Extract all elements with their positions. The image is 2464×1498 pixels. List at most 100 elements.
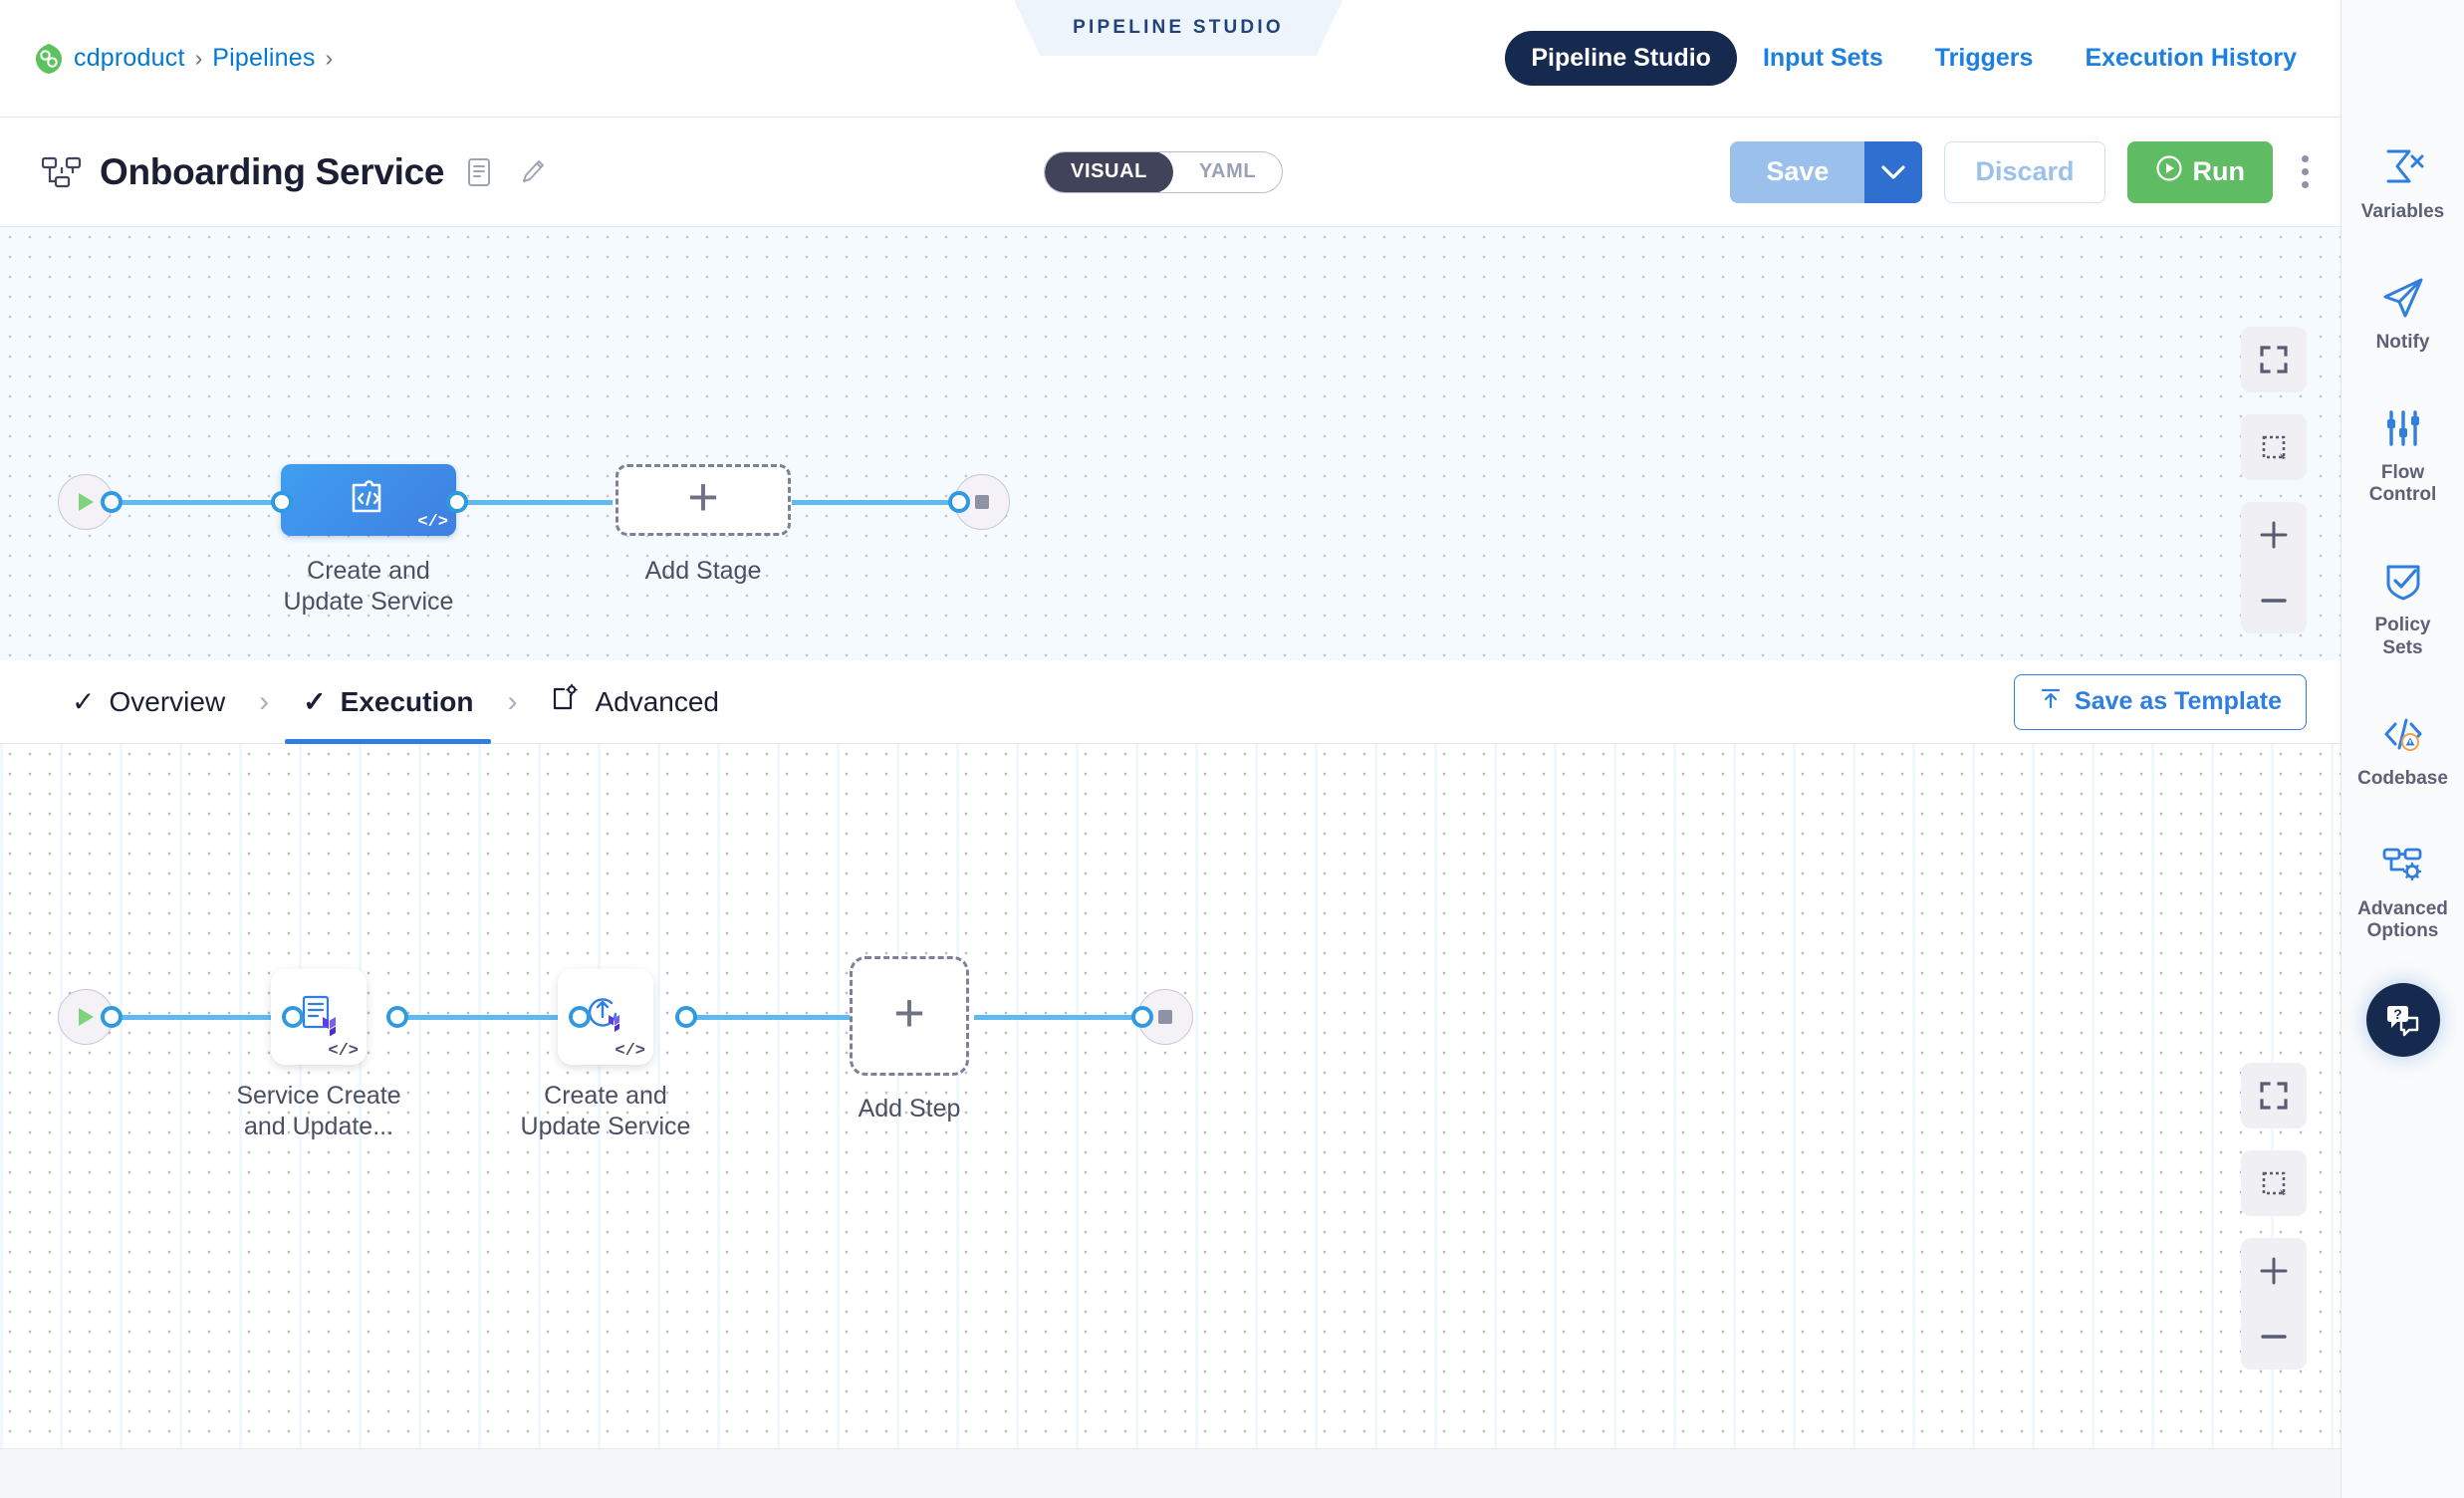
svg-text:?: ? [2393,1006,2402,1022]
discard-button[interactable]: Discard [1944,140,2105,203]
zoom-controls [2241,502,2307,633]
stop-square-icon [1158,1010,1172,1024]
selection-box-icon[interactable] [2241,414,2307,480]
add-step-label: Add Step [858,1095,961,1123]
title-actions: Save Discard Run [1730,140,2315,203]
stage-config-tabstrip: ✓ Overview › ✓ Execution › Advanced [0,660,2341,744]
tab-overview[interactable]: ✓ Overview [44,660,253,744]
terraform-plan-icon [295,991,343,1044]
sliders-icon [2381,406,2425,450]
pipeline-studio-banner: PIPELINE STUDIO [1014,0,1343,56]
toggle-visual[interactable]: VISUAL [1045,151,1173,192]
step1-label-line2: and Update... [243,1113,394,1141]
stage-node-create-and-update-service[interactable]: </> Create and Update Service [281,464,456,616]
sidebar-label-variables: Variables [2360,201,2445,222]
stage-template-badge: </> [417,513,448,532]
zoom-controls [2241,1238,2307,1370]
save-dropdown-chevron-down-icon[interactable] [1864,140,1923,203]
edge-stage-to-add [453,500,613,505]
toggle-yaml[interactable]: YAML [1198,160,1257,182]
zoom-out-icon[interactable] [2241,568,2307,633]
top-navigation: Pipeline Studio Input Sets Triggers Exec… [1505,0,2341,117]
check-icon: ✓ [303,685,327,717]
pencil-icon[interactable] [520,157,546,187]
nav-execution-history[interactable]: Execution History [2085,44,2297,72]
breadcrumb-item-pipelines[interactable]: Pipelines [212,44,316,72]
fit-to-screen-icon[interactable] [2241,1063,2307,1128]
tab-execution[interactable]: ✓ Execution [275,660,501,744]
sigma-variables-icon [2381,145,2425,189]
help-chat-icon[interactable]: ? [2365,983,2440,1058]
start-node-port [101,491,123,513]
sidebar-item-codebase[interactable]: Codebase [2341,686,2464,817]
advanced-config-icon [551,683,581,720]
stage-label-line2: Update Service [283,588,454,617]
run-button[interactable]: Run [2126,140,2273,203]
execution-canvas-controls [2241,1063,2307,1370]
step1-input-port [282,1006,304,1028]
tab-advanced-label: Advanced [595,685,719,717]
edge-start-to-stage [110,500,304,505]
stage-canvas-controls [2241,327,2307,633]
sidebar-item-variables[interactable]: Variables [2341,120,2464,250]
fit-to-screen-icon[interactable] [2241,327,2307,392]
save-as-template-button[interactable]: Save as Template [2014,673,2307,730]
bottom-strip [0,1448,2341,1498]
sidebar-label-codebase: Codebase [2357,767,2448,789]
stage-graph-canvas[interactable]: </> Create and Update Service + Add Stag… [0,227,2341,660]
nav-triggers[interactable]: Triggers [1934,44,2034,72]
sidebar-item-policy-sets[interactable]: Policy Sets [2341,533,2464,686]
add-stage-label: Add Stage [644,557,762,585]
play-circle-icon [2155,154,2183,189]
breadcrumb: cdproduct › Pipelines › [0,43,333,75]
breadcrumb-item-cdproduct[interactable]: cdproduct [74,44,185,72]
harness-logo-icon [34,43,64,75]
end-node-port [948,491,970,513]
visual-yaml-toggle[interactable]: VISUAL YAML [1044,150,1284,193]
sidebar-item-advanced-options[interactable]: Advanced Options [2341,817,2464,970]
step1-template-badge: </> [328,1042,359,1061]
title-group: Onboarding Service [0,151,546,193]
execution-end-port [1131,1006,1153,1028]
breadcrumb-separator-2: › [325,45,334,71]
sidebar-label-policy-sets: Policy Sets [2374,615,2431,658]
page-title: Onboarding Service [100,150,445,192]
nav-pipeline-studio[interactable]: Pipeline Studio [1505,31,1737,86]
stop-square-icon [975,495,989,509]
zoom-out-icon[interactable] [2241,1304,2307,1370]
right-sidebar: Variables Notify Flow Control [2341,0,2464,1498]
add-stage-node[interactable]: + Add Stage [616,464,791,585]
add-step-node[interactable]: + Add Step [850,956,969,1123]
execution-start-port [101,1006,123,1028]
sidebar-item-notify[interactable]: Notify [2341,250,2464,380]
description-icon[interactable] [466,157,492,187]
nav-input-sets[interactable]: Input Sets [1762,44,1883,72]
save-button[interactable]: Save [1730,140,1865,203]
execution-graph-canvas[interactable]: </> Service Create and Update... [0,744,2341,1471]
sidebar-item-flow-control[interactable]: Flow Control [2341,380,2464,534]
tab-execution-label: Execution [340,685,474,717]
edge-start-to-step1 [110,1015,289,1020]
tab-separator-1: › [259,684,270,718]
step2-template-badge: </> [615,1042,645,1061]
save-button-group: Save [1730,140,1923,203]
zoom-in-icon[interactable] [2241,502,2307,568]
advanced-options-icon [2381,843,2425,886]
stage-output-port [446,491,468,513]
step2-label-line1: Create and [544,1082,667,1110]
edge-add-to-end [792,500,966,505]
step2-label-line2: Update Service [520,1113,691,1141]
pipeline-nodes-icon [41,155,82,189]
save-as-template-label: Save as Template [2075,687,2282,715]
custom-stage-icon [348,477,389,524]
main-column: cdproduct › Pipelines › PIPELINE STUDIO … [0,0,2341,1498]
step2-output-port [675,1006,697,1028]
kebab-menu-icon[interactable] [2295,155,2315,188]
tab-advanced[interactable]: Advanced [523,660,747,744]
stage-label-line1: Create and [307,557,430,585]
selection-box-icon[interactable] [2241,1150,2307,1216]
breadcrumb-separator: › [194,45,203,71]
plus-icon: + [687,467,719,527]
zoom-in-icon[interactable] [2241,1238,2307,1304]
